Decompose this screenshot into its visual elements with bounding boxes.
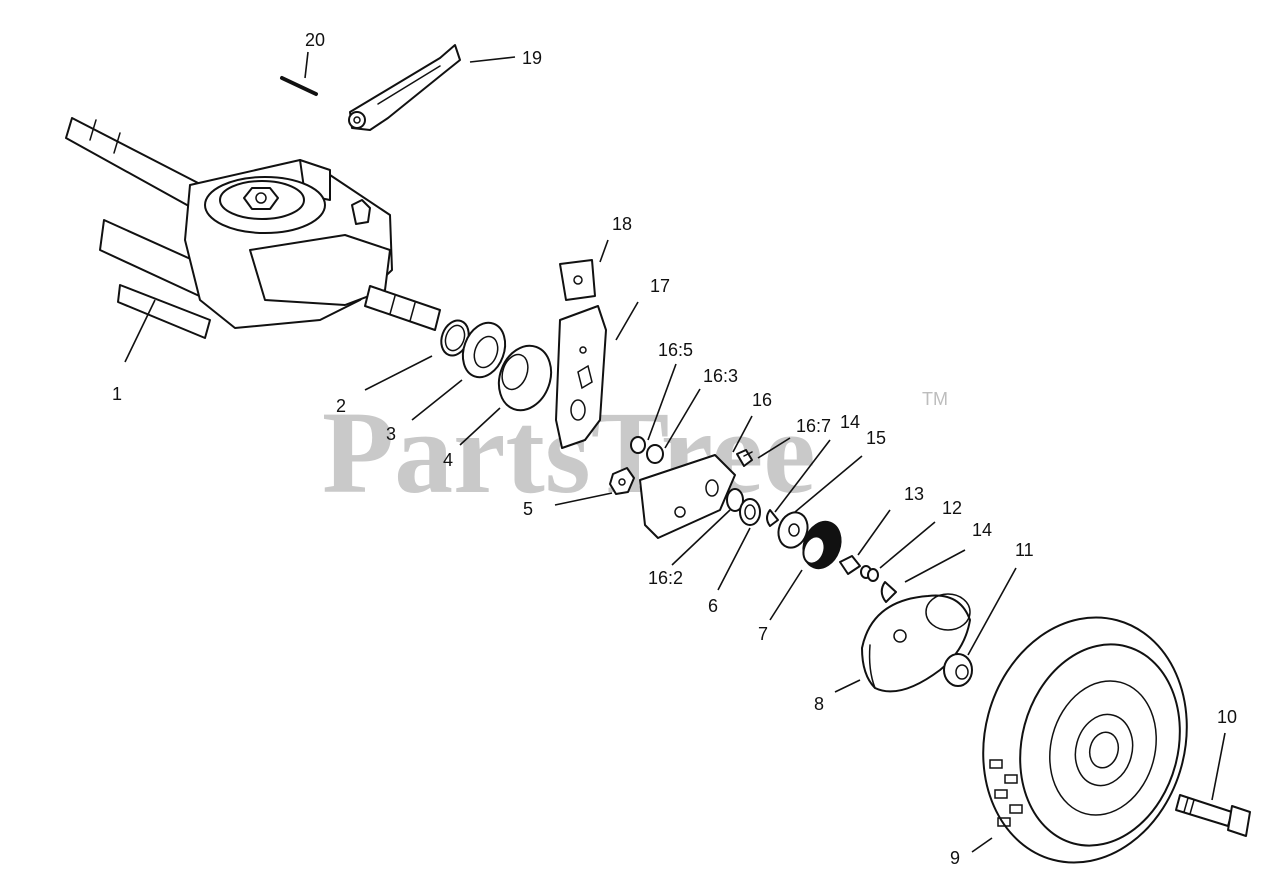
callout-7: 7 [758,624,768,644]
part-16-2-washer [726,488,744,512]
callout-11: 11 [1015,540,1034,560]
callout-13: 13 [904,484,924,504]
part-16-5-spacer [630,436,646,454]
part-19-lever [348,44,461,131]
part-9-wheel [982,616,1188,864]
callout-16-5: 16:5 [658,340,693,360]
callout-16: 16 [752,390,772,410]
callout-17: 17 [650,276,670,296]
callout-16-7: 16:7 [796,416,831,436]
part-8-hubcap [861,593,971,693]
callout-9: 9 [950,848,960,868]
part-5-nut [609,467,635,495]
callout-18: 18 [612,214,632,234]
callout-3: 3 [386,424,396,444]
callout-14-a: 14 [840,412,860,432]
part-1-transmission [65,117,441,339]
callout-15: 15 [866,428,886,448]
part-16-3-bushing [646,444,664,464]
callout-5: 5 [523,499,533,519]
bracket-housing [639,454,736,539]
callout-2: 2 [336,396,346,416]
part-20-pin [280,76,318,96]
callout-16-2: 16:2 [648,568,683,588]
callout-4: 4 [443,450,453,470]
part-4-bushing [497,344,553,412]
callout-19: 19 [522,48,542,68]
callout-14-b: 14 [972,520,992,540]
callout-10: 10 [1217,707,1237,727]
watermark-trademark: TM [922,389,948,409]
part-14-clip-2 [880,581,897,603]
callout-12: 12 [942,498,962,518]
part-11-bushing [943,653,973,687]
part-14-clip [766,509,779,527]
part-13-key [839,555,861,575]
callout-8: 8 [814,694,824,714]
callout-1: 1 [112,384,122,404]
part-6-washer [739,498,761,526]
part-17-plate [555,305,607,449]
callout-20: 20 [305,30,325,50]
part-3-washer [461,321,507,379]
callout-labels: 1 2 3 4 5 6 7 8 9 10 11 12 13 14 14 15 1… [112,30,1237,868]
part-16-fitting [736,449,753,467]
leader-lines [124,51,1226,853]
part-10-bolt [1175,794,1251,837]
part-12-spring [860,565,879,582]
part-7-gear [802,520,842,570]
callout-6: 6 [708,596,718,616]
part-18-clip [559,259,596,301]
callout-16-3: 16:3 [703,366,738,386]
